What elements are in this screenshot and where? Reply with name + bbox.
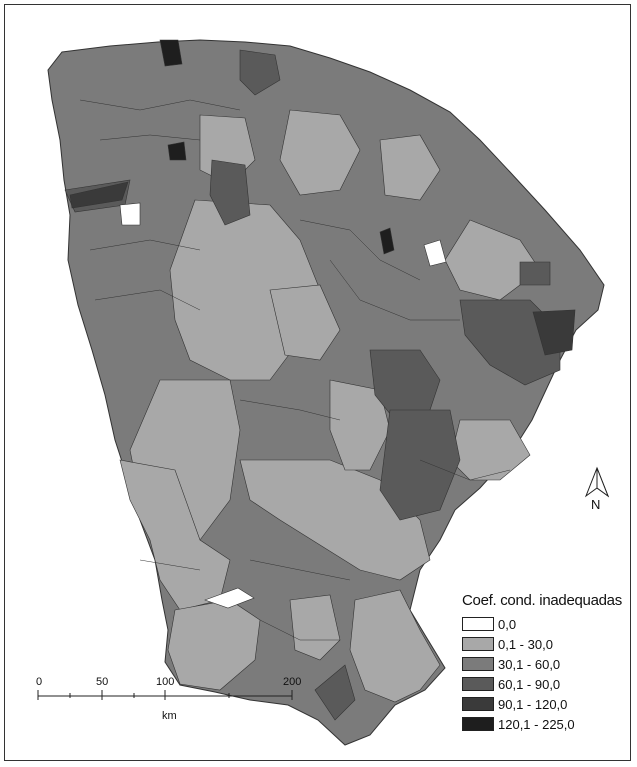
scale-tick-100: 100 bbox=[156, 676, 175, 688]
legend-swatch bbox=[462, 617, 494, 631]
legend-swatch bbox=[462, 717, 494, 731]
scale-unit: km bbox=[162, 710, 177, 722]
legend-label: 0,0 bbox=[498, 616, 517, 632]
legend-item: 0,0 bbox=[462, 615, 632, 633]
region-dark-east-3 bbox=[379, 409, 461, 521]
scale-tick-50: 50 bbox=[96, 676, 109, 688]
north-label: N bbox=[591, 497, 601, 512]
region-light-center-north bbox=[269, 284, 341, 361]
legend-swatch bbox=[462, 657, 494, 671]
scale-bar: 0 50 100 200 km bbox=[36, 676, 306, 736]
legend-label: 0,1 - 30,0 bbox=[498, 636, 553, 652]
legend-item: 120,1 - 225,0 bbox=[462, 715, 632, 733]
legend-swatch bbox=[462, 637, 494, 651]
legend-swatch bbox=[462, 677, 494, 691]
legend: Coef. cond. inadequadas 0,0 0,1 - 30,0 30,… bbox=[462, 592, 632, 735]
region-darkest-central-north bbox=[167, 141, 187, 161]
legend-title: Coef. cond. inadequadas bbox=[462, 592, 622, 609]
legend-swatch bbox=[462, 697, 494, 711]
region-dark-coast bbox=[519, 261, 551, 286]
north-arrow-icon bbox=[584, 466, 610, 498]
region-dark-north-2 bbox=[209, 159, 251, 226]
legend-label: 60,1 - 90,0 bbox=[498, 676, 561, 692]
region-dark-east-1 bbox=[459, 299, 561, 386]
legend-label: 90,1 - 120,0 bbox=[498, 696, 568, 712]
municipal-boundaries bbox=[79, 99, 511, 641]
region-light-north-central bbox=[279, 109, 361, 196]
legend-item: 30,1 - 60,0 bbox=[462, 655, 632, 673]
legend-item: 0,1 - 30,0 bbox=[462, 635, 632, 653]
region-darkest-north bbox=[159, 39, 183, 67]
region-white-2 bbox=[423, 239, 447, 267]
legend-item: 60,1 - 90,0 bbox=[462, 675, 632, 693]
region-dark-north-1 bbox=[239, 49, 281, 96]
region-light-northeast bbox=[379, 134, 441, 201]
region-dark-south bbox=[314, 664, 356, 721]
legend-items: 0,0 0,1 - 30,0 30,1 - 60,0 60,1 - 90,0 90,1 … bbox=[462, 615, 632, 733]
legend-label: 120,1 - 225,0 bbox=[498, 716, 575, 732]
region-white-3 bbox=[204, 587, 255, 609]
scale-tick-0: 0 bbox=[36, 676, 43, 688]
region-light-southeast bbox=[349, 589, 441, 703]
region-darkest-fortaleza bbox=[379, 227, 395, 255]
region-very-dark-east bbox=[532, 309, 576, 356]
region-white-1 bbox=[119, 202, 141, 226]
scale-bar-line bbox=[37, 690, 293, 700]
region-light-southwest-2 bbox=[289, 594, 341, 661]
region-very-dark-northwest bbox=[69, 181, 129, 209]
legend-item: 90,1 - 120,0 bbox=[462, 695, 632, 713]
scale-tick-200: 200 bbox=[283, 676, 302, 688]
region-light-south-west bbox=[119, 459, 231, 611]
legend-label: 30,1 - 60,0 bbox=[498, 656, 561, 672]
